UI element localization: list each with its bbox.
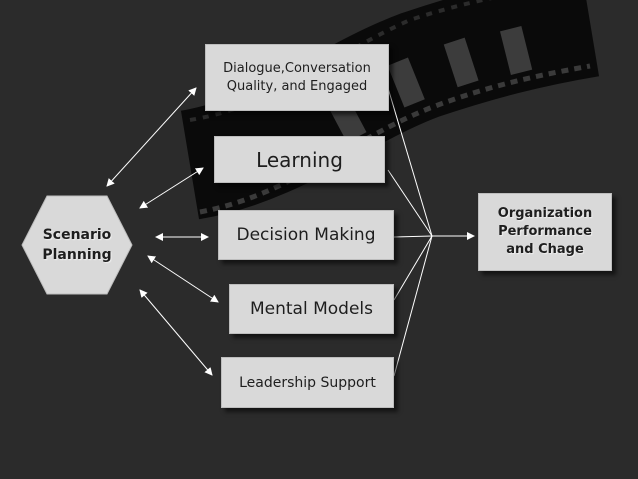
leadership-support-label: Leadership Support: [239, 374, 376, 391]
decision-making-box: Decision Making: [218, 210, 394, 260]
learning-label: Learning: [256, 147, 343, 172]
arrow-to-leadership-support: [139, 289, 213, 376]
arrow-to-dialogue: [106, 87, 197, 187]
dialogue-label: Dialogue,Conversation Quality, and Engag…: [223, 60, 371, 94]
mental-models-label: Mental Models: [249, 299, 373, 319]
arrows-factors-to-target: [387, 87, 475, 377]
dialogue-box: Dialogue,Conversation Quality, and Engag…: [205, 44, 389, 111]
scenario-planning-hexagon: [21, 195, 133, 295]
arrow-to-mental-models: [147, 255, 219, 303]
decision-making-label: Decision Making: [236, 225, 376, 245]
arrows-source-to-factors: [106, 87, 219, 376]
leadership-support-box: Leadership Support: [221, 357, 394, 408]
mental-models-box: Mental Models: [229, 284, 394, 334]
scenario-planning-label: Scenario Planning: [42, 227, 112, 263]
target-box: Organization Performance and Chage: [478, 193, 612, 271]
arrow-to-learning: [139, 167, 204, 209]
target-label: Organization Performance and Chage: [497, 206, 593, 257]
learning-box: Learning: [214, 136, 385, 183]
